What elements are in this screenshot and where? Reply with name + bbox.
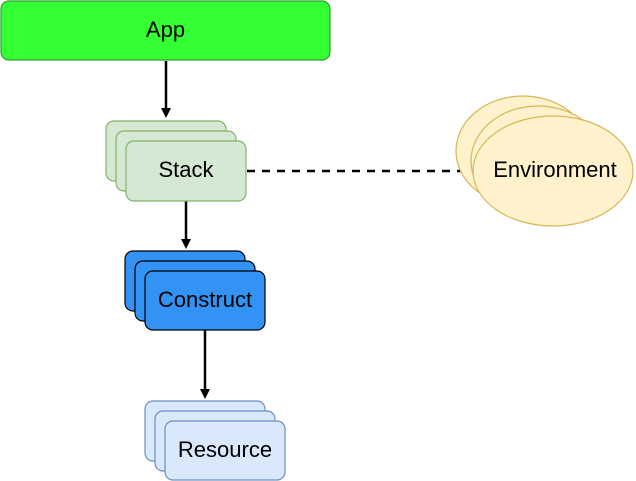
stack-box-front [125,140,247,202]
environment-label: Environment [493,157,617,182]
stack-label: Stack [158,157,214,182]
construct-label: Construct [158,287,252,312]
app-box [0,0,331,61]
resource-label: Resource [178,437,272,462]
app-label: App [146,17,185,42]
environment-ellipse-front [472,115,634,227]
environment-node[interactable]: Environment [455,95,634,227]
construct-box-front [144,270,266,331]
resource-node[interactable]: Resource [144,400,286,481]
construct-node[interactable]: Construct [124,250,266,331]
app-node[interactable]: App [0,0,331,61]
resource-box-front [164,420,286,481]
stack-node[interactable]: Stack [105,120,247,202]
